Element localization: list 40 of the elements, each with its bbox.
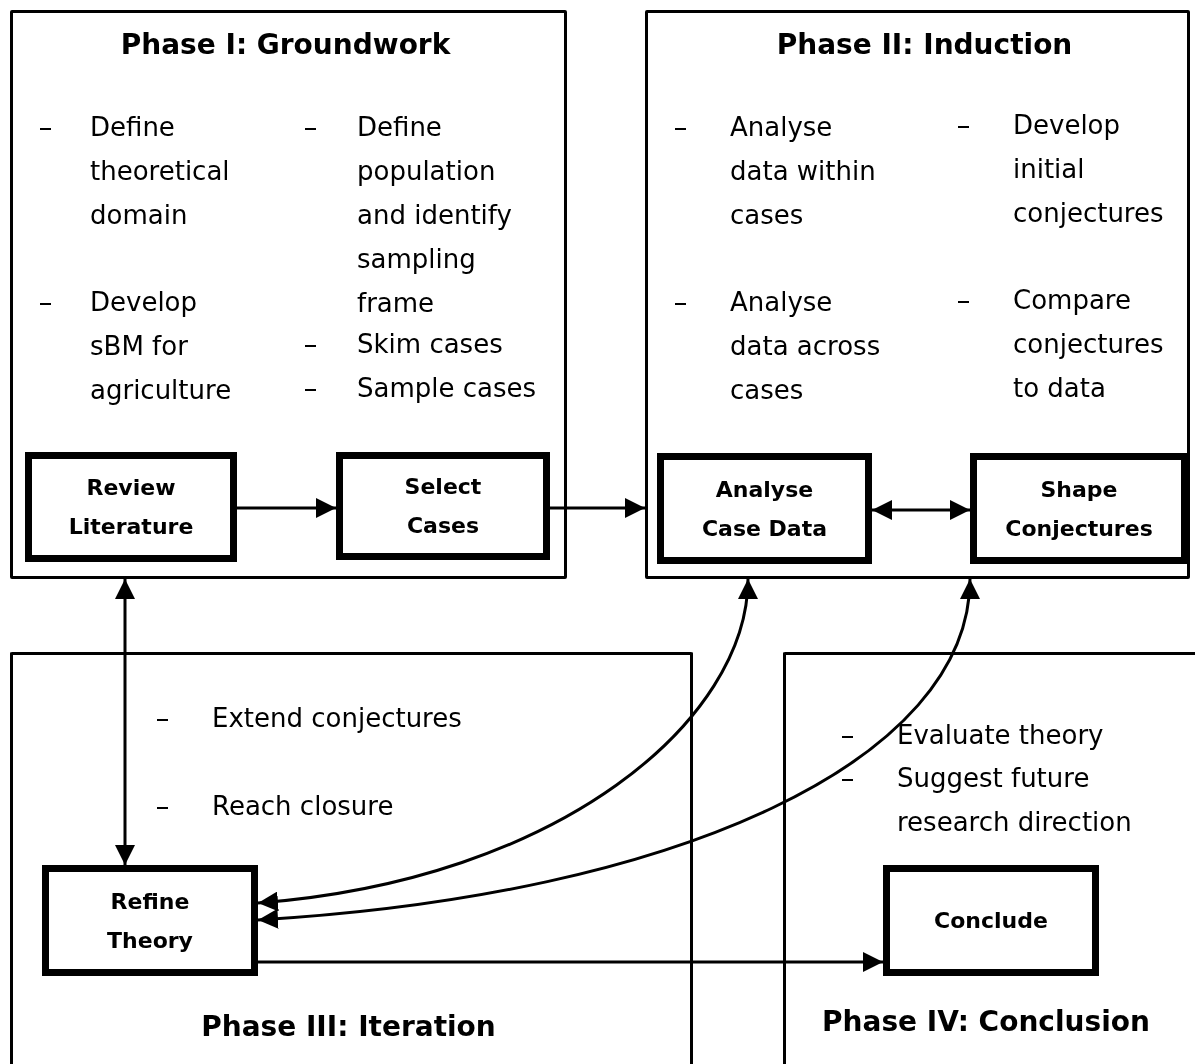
process-box xyxy=(25,452,237,562)
box-label: Shape Conjectures xyxy=(1004,475,1154,543)
box-label: Review Literature xyxy=(67,474,195,541)
bullet-text: Skim cases xyxy=(357,328,504,361)
bullet-text: Analyse data across cases xyxy=(730,286,882,407)
arrow xyxy=(257,578,756,911)
bullet-text: Define population and identify sampling frame xyxy=(357,111,513,320)
panel-heading: Phase IV: Conclusion xyxy=(821,1005,1151,1038)
box-label: Select Cases xyxy=(403,473,483,540)
bullet-text: Extend conjectures xyxy=(212,702,463,735)
bullet-text: Sample cases xyxy=(357,372,538,405)
bullet-text: Evaluate theory xyxy=(897,719,1105,752)
phase-panel xyxy=(645,10,1190,579)
bullet-text: Reach closure xyxy=(212,790,395,823)
bullet-text: Develop initial conjectures xyxy=(1013,109,1165,230)
arrow xyxy=(550,498,645,518)
box-label: Conclude xyxy=(934,907,1048,935)
process-box xyxy=(42,865,258,976)
bullet-text: Define theoretical domain xyxy=(90,111,231,232)
bullet-text: Analyse data within cases xyxy=(730,111,877,232)
arrow xyxy=(872,500,970,520)
process-box xyxy=(970,453,1188,564)
process-box xyxy=(657,453,872,564)
process-box xyxy=(336,452,550,560)
arrow xyxy=(115,579,135,865)
panel-heading: Phase II: Induction xyxy=(775,28,1074,61)
box-label: Refine Theory xyxy=(106,887,194,955)
arrow xyxy=(258,952,883,972)
bullet-text: Develop sBM for agriculture xyxy=(90,286,233,407)
bullet-text: Compare conjectures to data xyxy=(1013,284,1165,405)
bullet-text: Suggest future research direction xyxy=(897,762,1133,839)
phase-panel xyxy=(10,10,567,579)
box-label: Analyse Case Data xyxy=(700,475,829,543)
panel-heading: Phase III: Iteration xyxy=(200,1010,497,1043)
arrow xyxy=(237,498,336,518)
process-box xyxy=(883,865,1099,976)
phase-panel xyxy=(783,652,1195,1064)
phase-panel xyxy=(10,652,693,1064)
arrow xyxy=(257,578,978,929)
panel-heading: Phase I: Groundwork xyxy=(119,28,452,61)
